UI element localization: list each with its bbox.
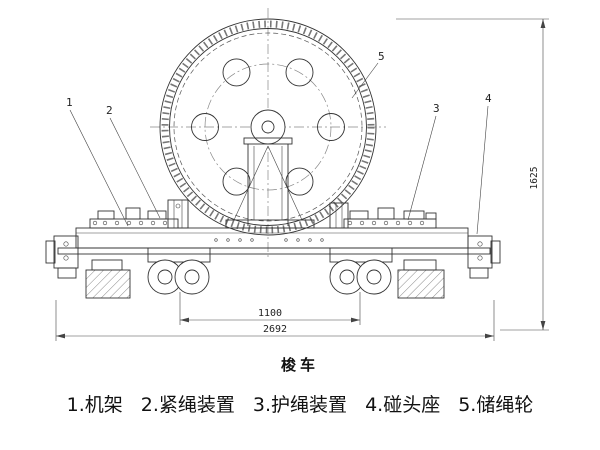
legend: 1.机架 2.紧绳装置 3.护绳装置 4.碰头座 5.储绳轮: [0, 390, 600, 417]
drawing-title: 梭车: [280, 356, 319, 374]
bumper-left: [45, 235, 131, 299]
legend-item-storage-wheel: 5.储绳轮: [458, 394, 534, 416]
callout-4-label: 4: [485, 92, 492, 105]
legend-item-frame: 1.机架: [66, 394, 123, 416]
callout-2: 2: [106, 104, 161, 219]
roller-group-left: [147, 247, 211, 295]
legend-item-rope-guard: 3.护绳装置: [252, 394, 348, 416]
callout-2-label: 2: [106, 104, 113, 117]
callout-1: 1: [66, 96, 129, 227]
bumper-right: [397, 235, 501, 299]
callout-3-label: 3: [433, 102, 440, 115]
rope-guard: [329, 202, 437, 229]
dim-inner-span-value: 1100: [258, 308, 282, 319]
dim-overall-height: 1625: [396, 18, 549, 331]
callout-5: 5: [351, 50, 385, 99]
wheel-hub: [250, 109, 286, 145]
callout-5-label: 5: [378, 50, 385, 63]
dim-overall-length-value: 2692: [263, 324, 287, 335]
callout-3: 3: [407, 102, 440, 221]
callout-1-label: 1: [66, 96, 73, 109]
rope-tensioner: [89, 199, 189, 229]
dim-overall-length: 2692: [55, 300, 495, 341]
rope-storage-wheel: [150, 8, 386, 258]
legend-item-rope-tensioner: 2.紧绳装置: [140, 394, 235, 416]
frame: [57, 227, 491, 255]
roller-group-right: [329, 247, 393, 295]
callout-4: 4: [476, 92, 492, 235]
dim-inner-span: 1100: [179, 292, 361, 325]
legend-item-bumper-seat: 4.碰头座: [365, 394, 441, 416]
dim-overall-height-value: 1625: [529, 167, 540, 190]
